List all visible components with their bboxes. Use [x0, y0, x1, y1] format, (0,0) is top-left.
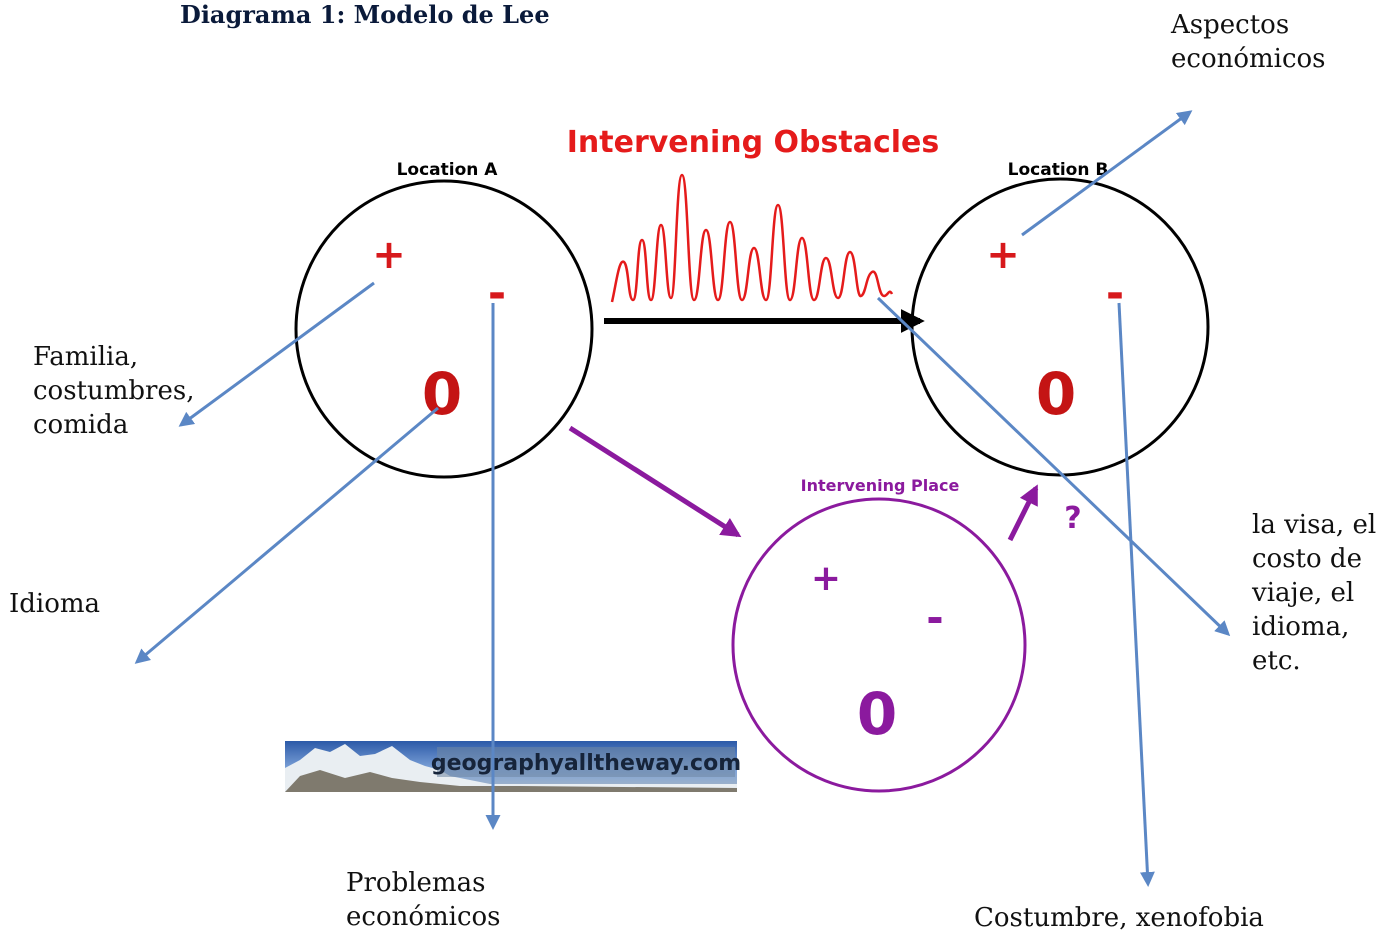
location-b-minus: -	[1106, 268, 1124, 319]
location-a-circle	[294, 179, 594, 479]
arrow-customs	[1117, 302, 1155, 887]
arrow-family	[178, 281, 375, 427]
arrow-visa	[876, 296, 1231, 637]
obstacles-waveform	[610, 173, 894, 303]
diagram-title: Diagrama 1: Modelo de Lee	[180, 0, 550, 29]
label-economic-problems: Problemas económicos	[346, 868, 501, 932]
location-a-label: Location A	[397, 160, 499, 180]
geographyalltheway-logo: geographyalltheway.com	[285, 741, 741, 792]
location-b-label: Location B	[1008, 160, 1109, 180]
location-a-plus: +	[372, 232, 406, 278]
location-a-minus: -	[488, 268, 506, 319]
label-language: Idioma	[9, 589, 101, 619]
intervening-place-zero: 0	[857, 680, 897, 748]
onward-arrow	[1007, 484, 1039, 542]
location-b-zero: 0	[1036, 360, 1076, 428]
label-family: Familia, costumbres, comida	[33, 342, 195, 440]
logo-text: geographyalltheway.com	[431, 751, 741, 776]
label-visa: la visa, el costo de viaje, el idioma, e…	[1252, 510, 1377, 676]
arrow-economic-aspects	[1021, 110, 1193, 237]
location-b-circle	[910, 177, 1210, 477]
intervening-place-minus: -	[926, 593, 943, 642]
intervening-place-circle	[731, 497, 1027, 793]
question-mark: ?	[1064, 501, 1081, 536]
label-economic-aspects: Aspectos económicos	[1171, 10, 1326, 74]
intervening-place-label: Intervening Place	[801, 476, 960, 495]
intervening-place-plus: +	[811, 558, 841, 599]
intervening-obstacles-heading: Intervening Obstacles	[567, 125, 940, 160]
to-intervening-place-arrow	[568, 425, 742, 538]
arrow-language	[134, 406, 439, 664]
location-b-plus: +	[986, 232, 1020, 278]
label-customs: Costumbre, xenofobia	[974, 903, 1264, 933]
